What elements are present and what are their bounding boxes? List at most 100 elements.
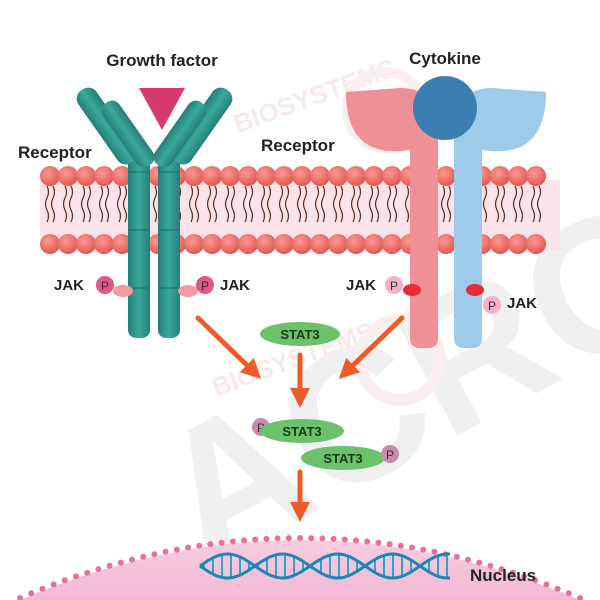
lipid-head bbox=[346, 234, 366, 254]
envelope-dot bbox=[140, 553, 147, 560]
envelope-dot bbox=[308, 535, 315, 542]
lipid-head bbox=[346, 166, 366, 186]
receptor-stem-left bbox=[128, 148, 150, 338]
phospho-label-6: P bbox=[386, 448, 394, 462]
signaling-arrows bbox=[195, 315, 405, 522]
lipid-head bbox=[202, 234, 222, 254]
jak-right-2: P JAK bbox=[466, 284, 537, 314]
jak-label-4: JAK bbox=[507, 295, 537, 312]
envelope-dot bbox=[386, 541, 393, 548]
envelope-dot bbox=[476, 559, 483, 566]
jak-label-3: JAK bbox=[346, 277, 376, 294]
receptor-arm-left-inner bbox=[101, 100, 155, 168]
envelope-dot bbox=[465, 556, 471, 563]
lipid-head bbox=[364, 166, 384, 186]
stat3-phosphorylated-1: P STAT3 bbox=[252, 418, 344, 443]
jak-blob-1 bbox=[113, 285, 133, 297]
envelope-dot bbox=[364, 538, 371, 545]
label-growth-factor: Growth factor bbox=[106, 51, 218, 70]
envelope-dot bbox=[229, 538, 236, 545]
arrow-right-to-stat3 bbox=[338, 315, 405, 379]
lipid-head bbox=[292, 234, 312, 254]
arrow-left-to-stat3 bbox=[195, 315, 262, 379]
lipid-head bbox=[328, 234, 348, 254]
phospho-circle-3 bbox=[385, 276, 403, 294]
lipid-head bbox=[274, 166, 294, 186]
cytokine-receptor bbox=[346, 76, 546, 348]
cytokine-receptor-blue-chain bbox=[454, 88, 546, 348]
lipid-tail bbox=[440, 185, 446, 223]
jak-label-2: JAK bbox=[220, 277, 250, 294]
lipid-tail bbox=[194, 185, 200, 223]
jak-blob-3 bbox=[403, 284, 421, 296]
envelope-dot bbox=[61, 577, 68, 584]
label-cytokine: Cytokine bbox=[409, 49, 481, 68]
envelope-dot bbox=[577, 595, 583, 600]
nuclear-envelope bbox=[17, 535, 583, 600]
stat3-middle-shape bbox=[260, 419, 344, 443]
lipid-head bbox=[490, 166, 510, 186]
lipid-head bbox=[292, 166, 312, 186]
lipid-tail bbox=[368, 185, 374, 223]
dna-strand bbox=[199, 552, 451, 580]
envelope-dot bbox=[185, 544, 191, 551]
lipid-head bbox=[220, 234, 240, 254]
jak-label-1: JAK bbox=[54, 277, 84, 294]
lipid-head bbox=[526, 234, 546, 254]
lipid-tail bbox=[248, 185, 254, 223]
lipid-tail bbox=[260, 185, 266, 223]
envelope-dot bbox=[263, 535, 270, 542]
envelope-dot bbox=[117, 559, 124, 566]
phospho-circle-4 bbox=[483, 296, 501, 314]
cytokine-receptor-pink-chain bbox=[346, 88, 438, 348]
lipid-tail bbox=[224, 185, 230, 223]
stat3-top-label: STAT3 bbox=[280, 327, 319, 342]
envelope-dot bbox=[409, 544, 415, 551]
jak-blob-2 bbox=[178, 285, 198, 297]
lipid-head bbox=[202, 166, 222, 186]
phospho-label-3: P bbox=[390, 279, 398, 293]
envelope-dot bbox=[84, 569, 91, 576]
lipid-tail bbox=[350, 185, 356, 223]
envelope-dot bbox=[274, 535, 281, 542]
envelope-dot bbox=[162, 548, 169, 555]
stat3-bottom-shape bbox=[301, 446, 385, 470]
stat3-middle-label: STAT3 bbox=[282, 424, 321, 439]
lipid-tail bbox=[86, 185, 92, 223]
envelope-dot bbox=[196, 542, 203, 549]
lipid-head bbox=[328, 166, 348, 186]
label-receptor-right: Receptor bbox=[261, 136, 335, 155]
envelope-dot bbox=[297, 535, 303, 541]
lipid-tail bbox=[512, 185, 518, 223]
lipid-head bbox=[40, 166, 60, 186]
lipid-tail bbox=[392, 185, 398, 223]
lipid-tail bbox=[80, 185, 86, 223]
envelope-dot bbox=[252, 536, 259, 543]
envelope-dot bbox=[420, 546, 427, 553]
lipid-head bbox=[490, 234, 510, 254]
lipid-tail bbox=[266, 185, 272, 223]
envelope-dot bbox=[330, 535, 337, 542]
lipid-head bbox=[184, 166, 204, 186]
phospho-circle-6 bbox=[381, 445, 399, 463]
receptor-stem-right bbox=[158, 148, 180, 338]
receptor-arm-left-outer bbox=[76, 87, 138, 165]
lipid-tail bbox=[494, 185, 500, 223]
lipid-head bbox=[256, 166, 276, 186]
lipid-tail bbox=[62, 185, 68, 223]
lipid-head bbox=[508, 166, 528, 186]
dna-helix bbox=[199, 552, 451, 580]
label-nucleus: Nucleus bbox=[470, 566, 536, 585]
lipid-tail bbox=[98, 185, 104, 223]
label-receptor-left: Receptor bbox=[18, 143, 92, 162]
phospho-circle-2 bbox=[196, 276, 214, 294]
phospho-label-4: P bbox=[488, 299, 496, 313]
nucleus: Nucleus bbox=[17, 535, 583, 600]
lipid-head bbox=[40, 234, 60, 254]
lipid-tail bbox=[296, 185, 302, 223]
lipid-tail bbox=[50, 185, 56, 223]
lipid-head bbox=[364, 234, 384, 254]
cytokine-ligand bbox=[413, 76, 477, 140]
lipid-head bbox=[94, 166, 114, 186]
